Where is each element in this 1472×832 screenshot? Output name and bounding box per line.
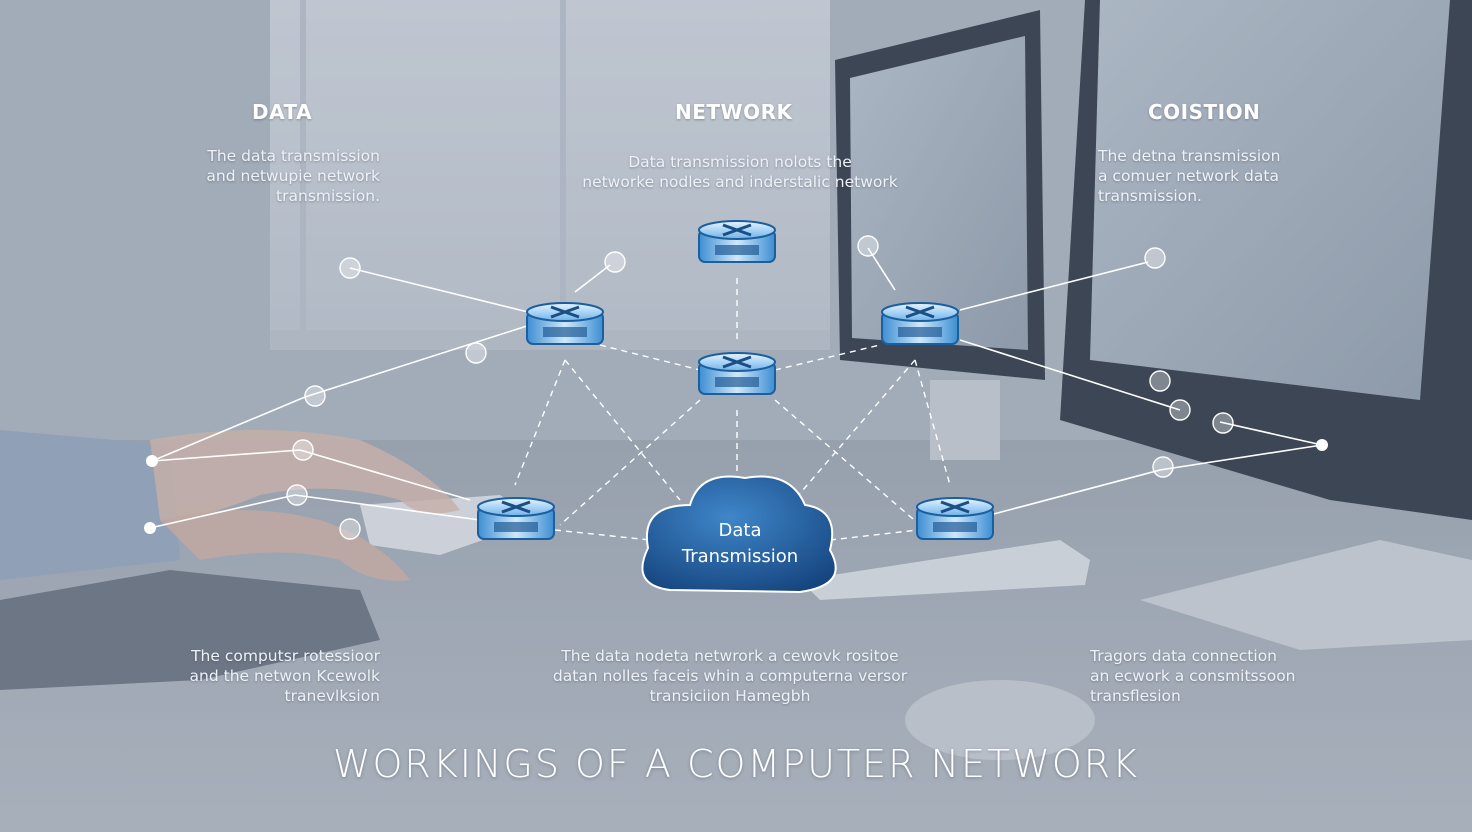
note-line: tranevlksion bbox=[284, 687, 380, 705]
paragraph-line: a comuer network data bbox=[1098, 167, 1279, 185]
monitor-middle bbox=[835, 10, 1045, 460]
note-left: The computsr rotessioor and the netwon K… bbox=[110, 646, 380, 706]
heading-network: NETWORK bbox=[675, 100, 793, 124]
note-line: Tragors data connection bbox=[1090, 647, 1277, 665]
paragraph-line: Data transmission nolots the bbox=[628, 153, 852, 171]
device-icon bbox=[604, 251, 626, 273]
device-icon bbox=[1152, 456, 1174, 478]
note-line: transflesion bbox=[1090, 687, 1181, 705]
note-line: an ecwork a consmitssoon bbox=[1090, 667, 1296, 685]
paragraph-line: networke nodles and inderstalic network bbox=[582, 173, 898, 191]
endpoint-dots bbox=[144, 439, 1328, 534]
cloud-icon bbox=[641, 475, 837, 594]
device-icon bbox=[1169, 399, 1191, 421]
router-node bbox=[698, 220, 776, 263]
router-node bbox=[477, 497, 555, 540]
paragraph-network: Data transmission nolots the networke no… bbox=[540, 152, 940, 192]
paragraph-line: and netwupie network bbox=[206, 167, 380, 185]
hands bbox=[0, 430, 460, 581]
connection-lines bbox=[149, 247, 1323, 529]
paragraph-line: transmission. bbox=[276, 187, 380, 205]
cloud-label-line2: Transmission bbox=[681, 546, 799, 567]
device-icon bbox=[286, 484, 308, 506]
note-line: and the netwon Kcewolk bbox=[189, 667, 380, 685]
router-node bbox=[698, 352, 776, 395]
note-right: Tragors data connection an ecwork a cons… bbox=[1090, 646, 1360, 706]
device-icon bbox=[339, 518, 361, 540]
router-nodes bbox=[477, 220, 994, 540]
device-icon bbox=[304, 385, 326, 407]
dashed-links bbox=[514, 278, 951, 541]
paragraph-coistion: The detna transmission a comuer network … bbox=[1098, 146, 1358, 206]
keyboard-right bbox=[800, 540, 1090, 600]
paragraph-data: The data transmission and netwupie netwo… bbox=[140, 146, 380, 206]
page-title: WORKINGS OF A COMPUTER NETWORK bbox=[332, 742, 1140, 786]
paragraph-line: The detna transmission bbox=[1098, 147, 1281, 165]
device-icons bbox=[286, 235, 1234, 540]
note-center: The data nodeta netwrork a cewovk rosito… bbox=[520, 646, 940, 706]
heading-coistion: COISTION bbox=[1148, 100, 1261, 124]
heading-data: DATA bbox=[252, 100, 313, 124]
paragraph-line: transmission. bbox=[1098, 187, 1202, 205]
device-icon bbox=[465, 342, 487, 364]
device-icon bbox=[1144, 247, 1166, 269]
note-line: The computsr rotessioor bbox=[191, 647, 380, 665]
router-node bbox=[916, 497, 994, 540]
mouse bbox=[905, 680, 1095, 760]
note-line: transiciion Hamegbh bbox=[649, 687, 811, 705]
note-line: datan nolles faceis whin a computerna ve… bbox=[552, 667, 908, 685]
device-icon bbox=[857, 235, 879, 257]
paragraph-line: The data transmission bbox=[207, 147, 380, 165]
keyboard-left bbox=[0, 570, 380, 690]
note-line: The data nodeta netwrork a cewovk rosito… bbox=[561, 647, 899, 665]
device-icon bbox=[292, 439, 314, 461]
cloud-label: Data Transmission bbox=[660, 518, 820, 570]
device-icon bbox=[1212, 412, 1234, 434]
router-node bbox=[881, 302, 959, 345]
device-icon bbox=[1149, 370, 1171, 392]
device-icon bbox=[339, 257, 361, 279]
cloud-label-line1: Data bbox=[718, 520, 762, 541]
router-node bbox=[526, 302, 604, 345]
